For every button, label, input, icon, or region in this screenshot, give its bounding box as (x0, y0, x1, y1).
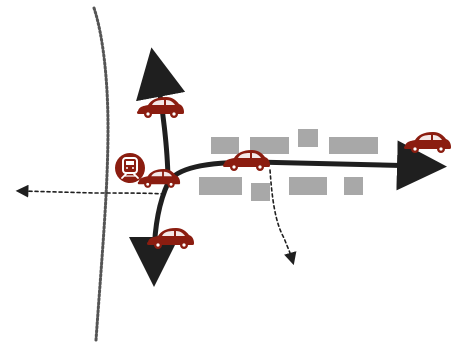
building-block (344, 177, 363, 195)
dashed-path-southeast (270, 170, 292, 259)
building-block (199, 177, 242, 195)
building-block (298, 129, 318, 147)
building-block (251, 183, 270, 201)
station-badge (115, 153, 145, 183)
building-block (211, 137, 239, 154)
car-icon (404, 132, 451, 153)
road-south (154, 183, 168, 262)
dashed-path-west (22, 191, 164, 194)
building-block (289, 177, 327, 195)
building-block (329, 137, 378, 154)
boundary-line (94, 8, 108, 340)
road-north (156, 72, 168, 183)
